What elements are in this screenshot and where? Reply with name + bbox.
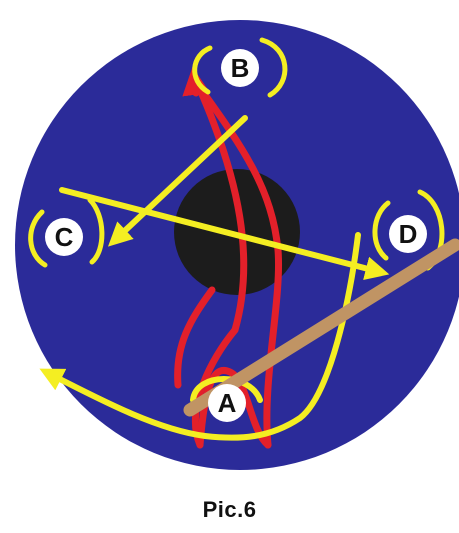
node-b: B xyxy=(221,49,259,87)
node-c: C xyxy=(45,218,83,256)
node-a-label: A xyxy=(218,388,237,418)
node-a: A xyxy=(208,384,246,422)
node-d-label: D xyxy=(399,219,418,249)
node-d: D xyxy=(389,215,427,253)
node-c-label: C xyxy=(55,222,74,252)
figure-caption: Pic.6 xyxy=(0,497,459,523)
node-b-label: B xyxy=(231,53,250,83)
